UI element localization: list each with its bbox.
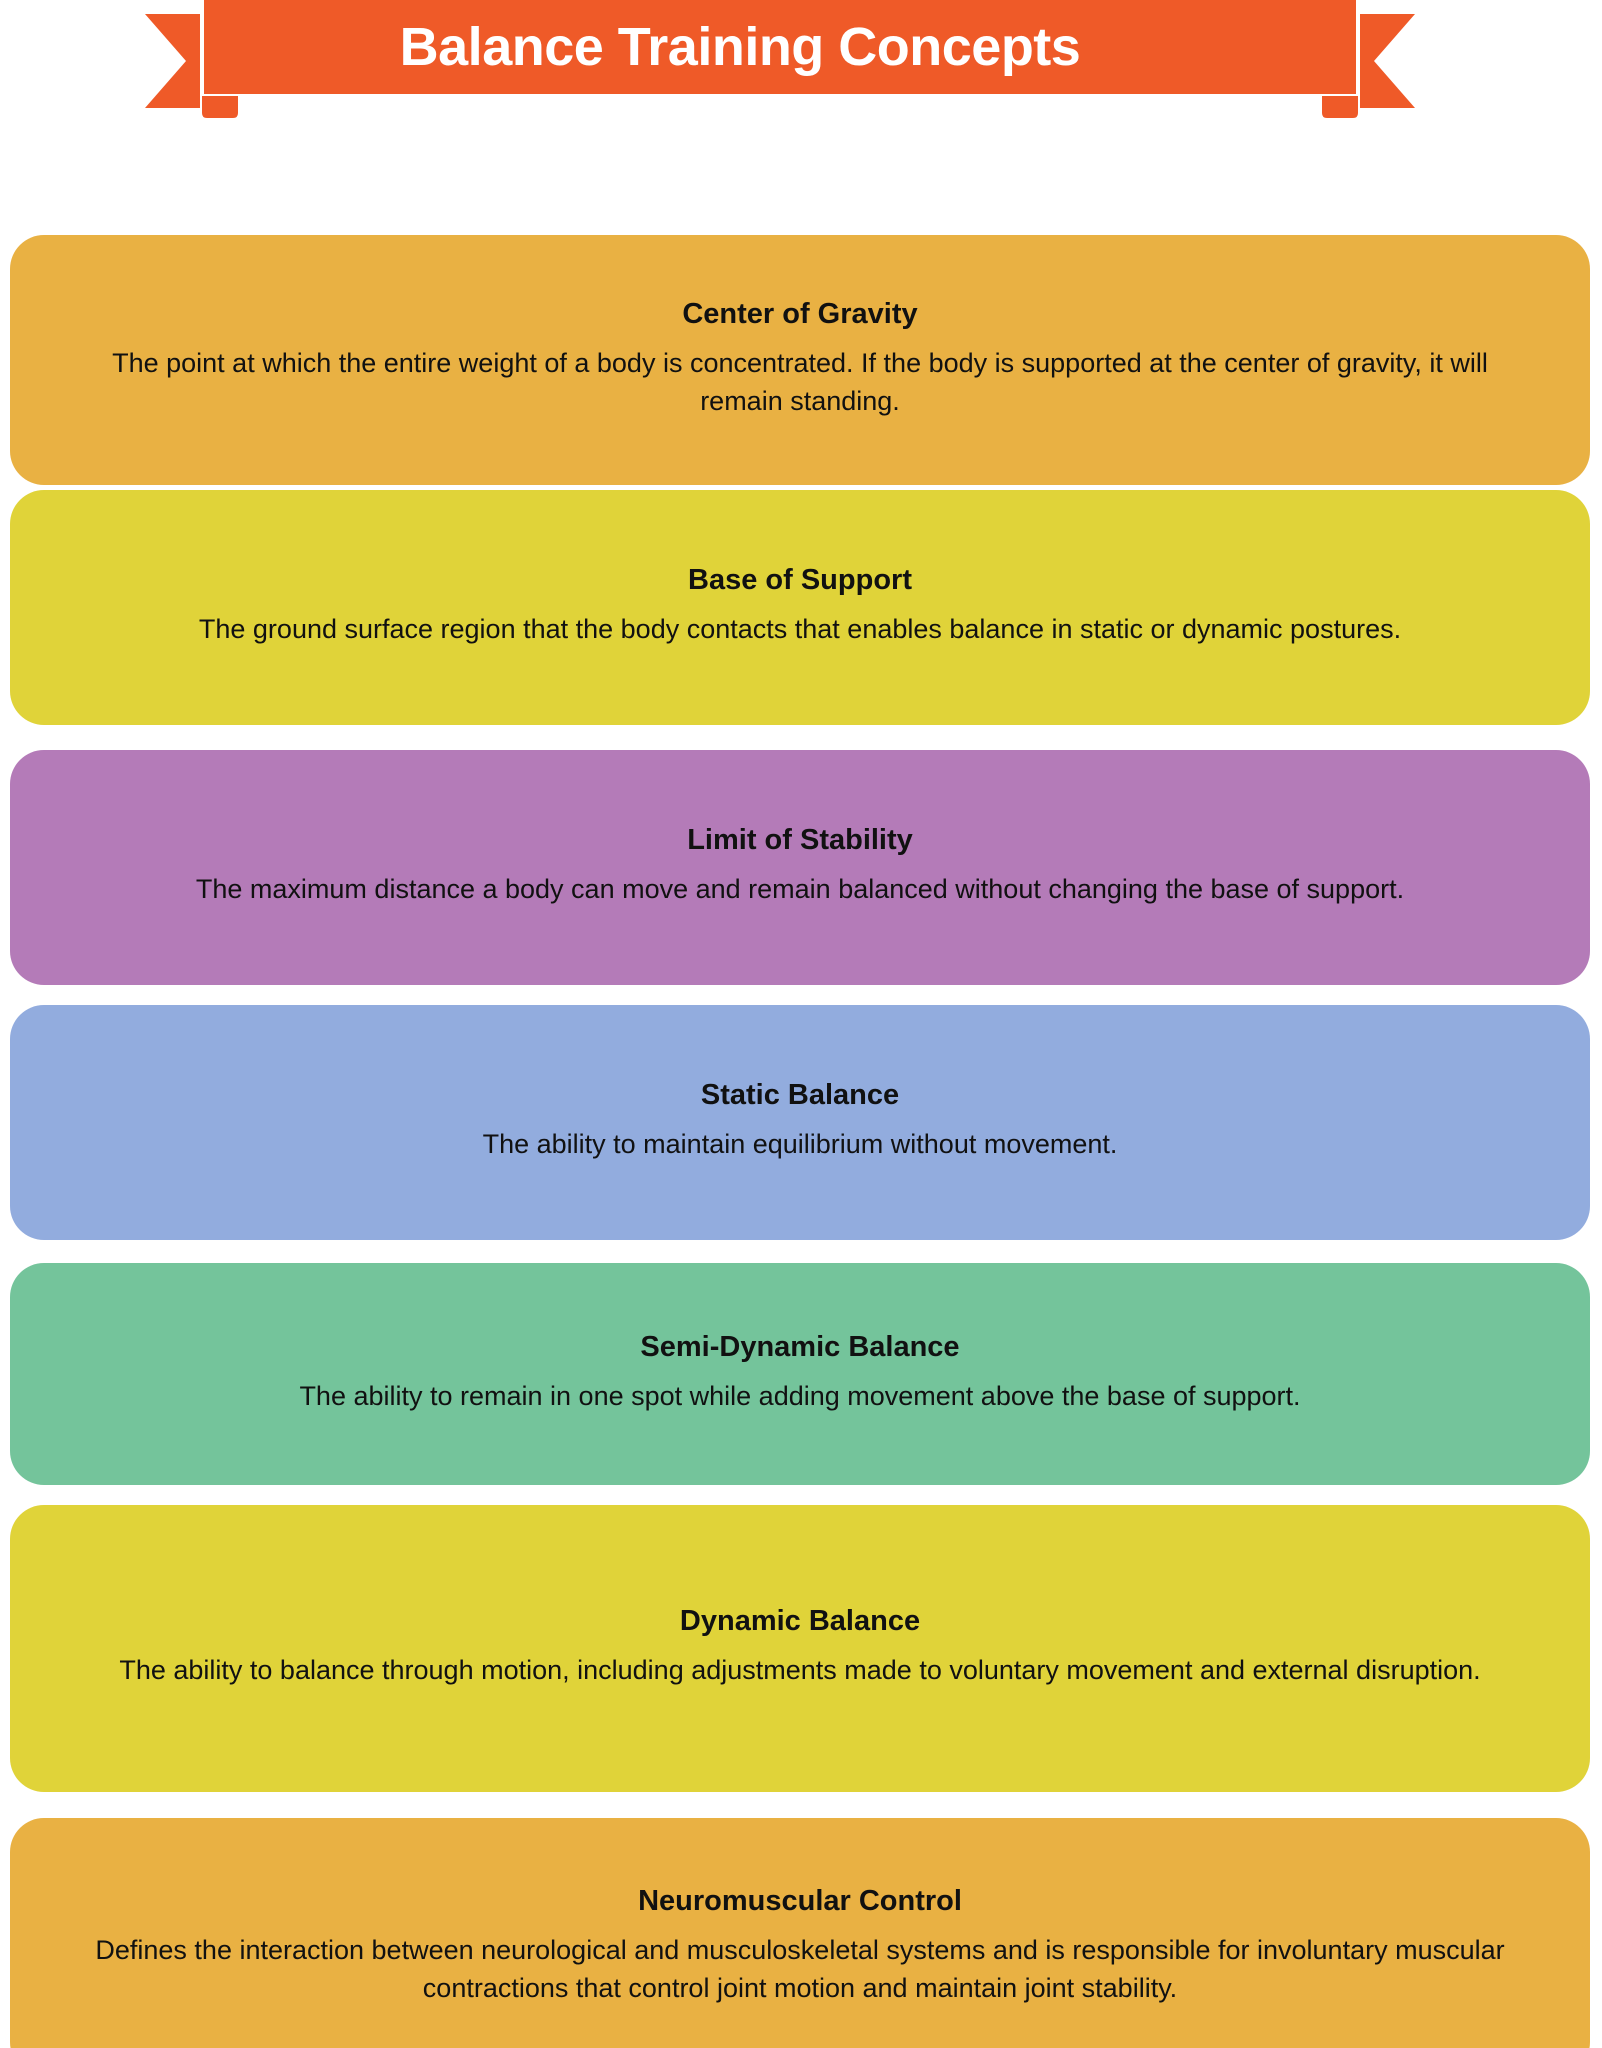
card-body: The ability to maintain equilibrium with…	[482, 1129, 1118, 1160]
concept-card-static-balance: Static Balance The ability to maintain e…	[10, 1005, 1590, 1240]
ribbon-right-fold	[1322, 96, 1358, 118]
concept-card-dynamic-balance: Dynamic Balance The ability to balance t…	[10, 1505, 1590, 1792]
card-title: Limit of Stability	[687, 824, 913, 857]
ribbon-band	[204, 0, 1356, 94]
card-body: The point at which the entire weight of …	[112, 347, 1488, 417]
card-title: Static Balance	[700, 1079, 900, 1112]
card-body: The maximum distance a body can move and…	[195, 874, 1405, 905]
concept-card-center-of-gravity: Center of Gravity The point at which the…	[10, 235, 1590, 485]
concept-card-semi-dynamic-balance: Semi-Dynamic Balance The ability to rema…	[10, 1263, 1590, 1485]
card-title: Base of Support	[688, 564, 912, 597]
ribbon-right-tail	[1360, 14, 1415, 108]
concept-card-base-of-support: Base of Support The ground surface regio…	[10, 490, 1590, 725]
card-body: Defines the interaction between neurolog…	[95, 1934, 1505, 2004]
ribbon-shape	[145, 0, 1415, 118]
concept-card-neuromuscular-control: Neuromuscular Control Defines the intera…	[10, 1818, 1590, 2048]
card-title: Center of Gravity	[682, 297, 918, 330]
concept-card-limit-of-stability: Limit of Stability The maximum distance …	[10, 750, 1590, 985]
card-title: Neuromuscular Control	[638, 1884, 962, 1917]
ribbon-left-fold	[202, 96, 238, 118]
card-body: The ability to remain in one spot while …	[299, 1380, 1301, 1411]
ribbon-left-tail	[145, 14, 200, 108]
card-body: The ground surface region that the body …	[198, 614, 1402, 645]
card-body: The ability to balance through motion, i…	[119, 1655, 1481, 1686]
card-title: Semi-Dynamic Balance	[640, 1330, 960, 1363]
card-title: Dynamic Balance	[679, 1605, 921, 1638]
